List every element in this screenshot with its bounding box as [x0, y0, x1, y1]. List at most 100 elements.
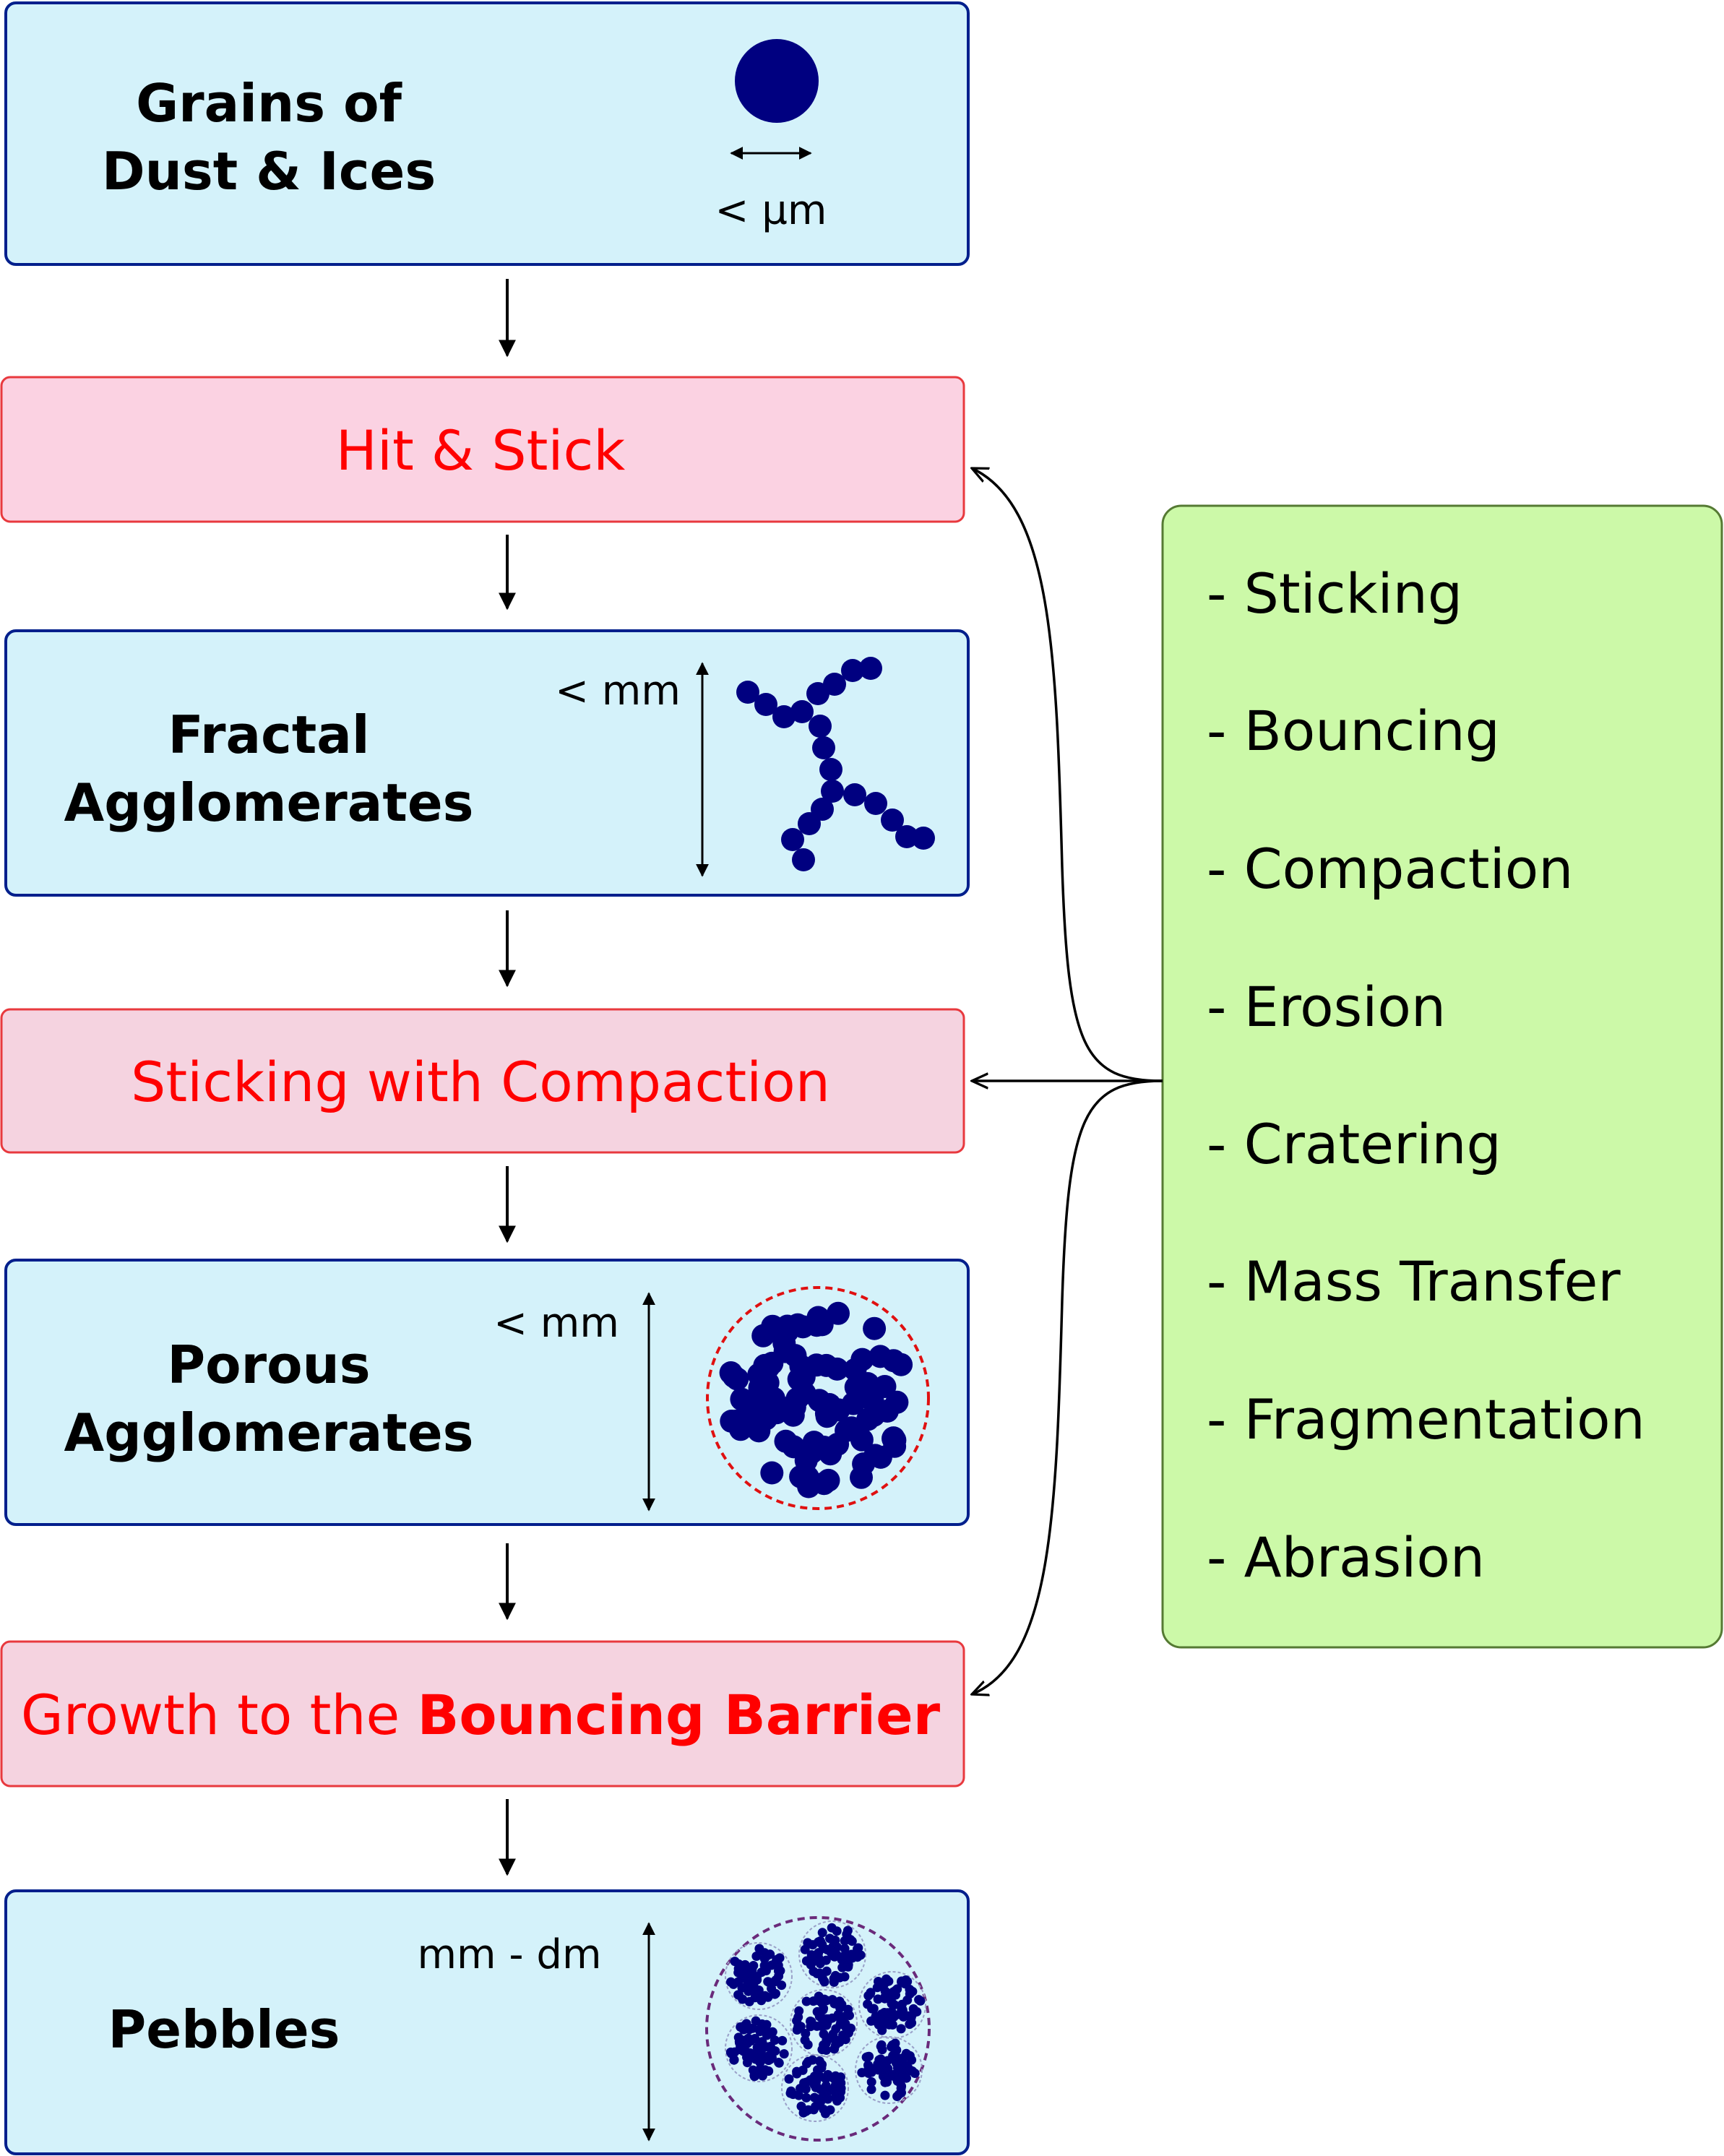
- particle: [840, 1936, 850, 1946]
- particle: [808, 1940, 818, 1950]
- particle: [767, 2045, 777, 2056]
- connector-hit-and-stick: [972, 468, 1163, 1082]
- particle: [754, 1992, 764, 2001]
- stage-box: [4, 1, 970, 266]
- mechanism-item: - Mass Transfer: [1207, 1249, 1621, 1314]
- stage-box: [4, 629, 970, 897]
- particle: [840, 2031, 850, 2041]
- mechanism-connectors: [972, 468, 1163, 1694]
- particle: [908, 1986, 918, 1996]
- particle: [832, 1950, 842, 1959]
- sub-agglomerate-boundary: [790, 1989, 858, 2057]
- particle: [876, 2041, 886, 2051]
- particle: [866, 2077, 876, 2087]
- stage-title-line2: Dust & Ices: [102, 141, 436, 202]
- particle: [897, 2082, 907, 2091]
- particle: [818, 2005, 828, 2015]
- particle: [749, 2071, 759, 2082]
- stage-porous: Porous Agglomerates < mm: [4, 1259, 970, 1526]
- particle: [840, 1972, 850, 1982]
- particle: [746, 1985, 755, 1996]
- scale-label: < µm: [715, 187, 827, 234]
- particle: [846, 2023, 855, 2033]
- particle: [883, 2064, 893, 2074]
- particle: [915, 1996, 926, 2006]
- stage-title-line1: Porous: [167, 1334, 370, 1395]
- particle: [832, 1942, 842, 1952]
- process-box: [0, 1008, 965, 1154]
- stage-fractal: Fractal Agglomerates < mm: [4, 629, 970, 897]
- particle: [819, 2043, 829, 2053]
- particle: [735, 2038, 744, 2048]
- particle: [822, 2020, 832, 2030]
- particle: [835, 1996, 845, 2006]
- stage-grains: Grains of Dust & Ices < µm: [4, 1, 970, 266]
- mechanism-item: - Abrasion: [1207, 1525, 1485, 1590]
- porous-boundary: [706, 1286, 930, 1510]
- particle: [866, 2084, 876, 2095]
- particle: [887, 2007, 897, 2017]
- particle: [801, 2092, 811, 2103]
- particle: [755, 2039, 765, 2049]
- stage-pebbles: Pebbles mm - dm: [4, 1889, 970, 2155]
- mechanism-item: - Sticking: [1207, 561, 1462, 626]
- particle: [762, 1951, 772, 1960]
- particle: [728, 1979, 738, 1989]
- sub-agglomerate-boundary: [798, 1920, 866, 1988]
- stage-title-line2: Agglomerates: [64, 1402, 474, 1463]
- particle: [797, 1475, 821, 1499]
- stage-title-line1: Fractal: [168, 704, 369, 765]
- particle: [764, 2066, 774, 2076]
- particle: [873, 2059, 883, 2069]
- particle: [890, 2038, 900, 2048]
- pebble-boundary: [705, 1916, 931, 2142]
- particle: [873, 1375, 897, 1398]
- scale-label: < mm: [555, 668, 681, 715]
- particle: [754, 1407, 778, 1431]
- particle: [779, 2049, 789, 2059]
- particle: [819, 1994, 829, 2004]
- particle: [803, 2040, 813, 2050]
- particle: [876, 1400, 899, 1423]
- mechanism-item: - Bouncing: [1207, 699, 1500, 763]
- scale-label: < mm: [494, 1300, 619, 1347]
- particle: [821, 2108, 830, 2118]
- sub-agglomerate-boundary: [858, 1971, 926, 2039]
- particle: [898, 2007, 908, 2017]
- particle: [896, 2024, 906, 2034]
- particle: [856, 1407, 880, 1431]
- particle: [869, 1345, 892, 1368]
- particle: [767, 2053, 777, 2063]
- particle: [832, 2095, 842, 2105]
- grain-icon: [735, 39, 819, 123]
- particle: [783, 1395, 806, 1419]
- particle: [814, 1353, 838, 1377]
- process-label: Sticking with Compaction: [131, 1050, 830, 1114]
- particle: [773, 1340, 797, 1363]
- stage-title-line2: Agglomerates: [64, 772, 474, 833]
- particle: [832, 2035, 842, 2045]
- process-box: [0, 376, 965, 523]
- particle: [874, 1977, 883, 1986]
- particle: [905, 2019, 915, 2030]
- particle: [873, 2018, 883, 2028]
- particle: [747, 1965, 757, 1975]
- particle: [822, 1966, 832, 1976]
- particle: [746, 1385, 769, 1409]
- particle: [840, 2011, 850, 2022]
- particle: [825, 1933, 835, 1944]
- process-label: Growth to the Bouncing Barrier: [21, 1683, 941, 1747]
- particle: [806, 1306, 830, 1329]
- particle: [819, 1977, 829, 1987]
- particle: [823, 2086, 833, 2096]
- particle: [863, 1316, 887, 1340]
- particle: [843, 2004, 853, 2014]
- stage-title-line1: Pebbles: [108, 1999, 340, 2060]
- particle: [774, 2058, 784, 2068]
- mechanism-item: - Erosion: [1207, 975, 1446, 1039]
- particle: [901, 2048, 911, 2058]
- process-box: [0, 1640, 965, 1788]
- particle: [887, 1998, 897, 2009]
- particle: [880, 2090, 890, 2100]
- process-bouncing-barrier: Growth to the Bouncing Barrier: [0, 1640, 965, 1788]
